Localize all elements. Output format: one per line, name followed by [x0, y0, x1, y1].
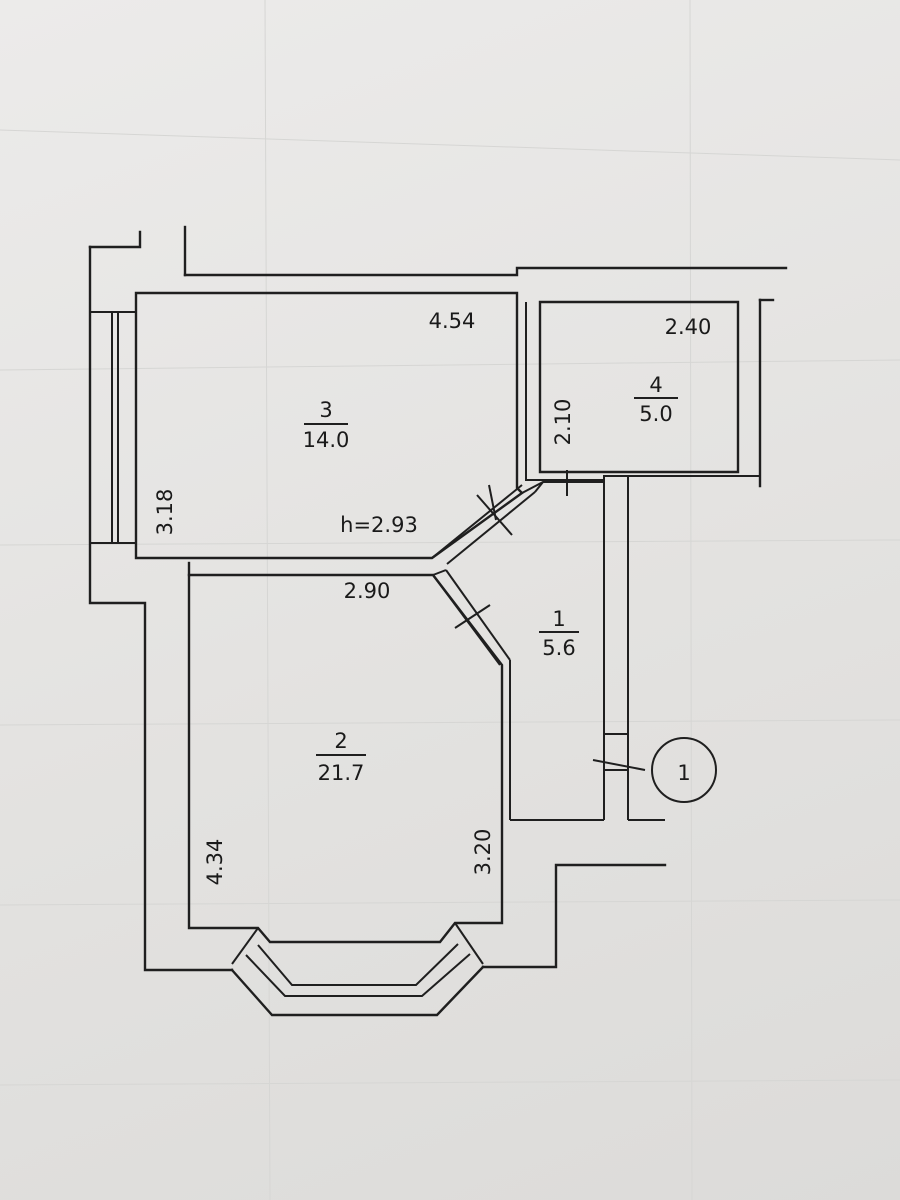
ceiling-height-label: h=2.93 — [340, 513, 418, 537]
room-4-label: 4 5.0 — [634, 373, 678, 426]
room-4-number: 4 — [649, 373, 662, 397]
exterior-walls — [88, 225, 788, 972]
room-2-area: 21.7 — [318, 761, 365, 785]
entrance-circle[interactable] — [651, 737, 717, 803]
room-2-left-depth-dimension: 4.34 — [203, 839, 227, 886]
room-3-width-dimension: 4.54 — [429, 309, 476, 333]
room-3-area: 14.0 — [303, 428, 350, 452]
corridor-right-wall — [603, 476, 665, 821]
room-2-number: 2 — [334, 729, 347, 753]
entrance-marker[interactable]: 1 — [651, 737, 717, 803]
corridor-partitions — [431, 481, 604, 821]
room-2-outline — [187, 573, 504, 944]
room-2-label: 2 21.7 — [316, 729, 366, 785]
room-2-right-depth-dimension: 3.20 — [471, 829, 495, 876]
bay-window — [230, 922, 485, 1017]
door-ticks — [454, 470, 646, 771]
room-4-outline — [538, 300, 740, 474]
entrance-marker-number: 1 — [677, 761, 690, 785]
room-4-area: 5.0 — [639, 402, 672, 426]
dimension-labels: 4.54 3.18 h=2.93 2.90 4.34 3.20 2.40 2.1… — [153, 309, 711, 885]
room-2-width-dimension: 2.90 — [344, 579, 391, 603]
room-3-depth-dimension: 3.18 — [153, 489, 177, 536]
room-1-number: 1 — [552, 607, 565, 631]
room-1-label: 1 5.6 — [539, 607, 579, 660]
room-3-number: 3 — [319, 398, 332, 422]
room-4-depth-dimension: 2.10 — [551, 399, 575, 446]
room-1-area: 5.6 — [542, 636, 575, 660]
room-4-width-dimension: 2.40 — [665, 315, 712, 339]
left-window — [90, 311, 136, 544]
room-3-label: 3 14.0 — [303, 398, 350, 452]
